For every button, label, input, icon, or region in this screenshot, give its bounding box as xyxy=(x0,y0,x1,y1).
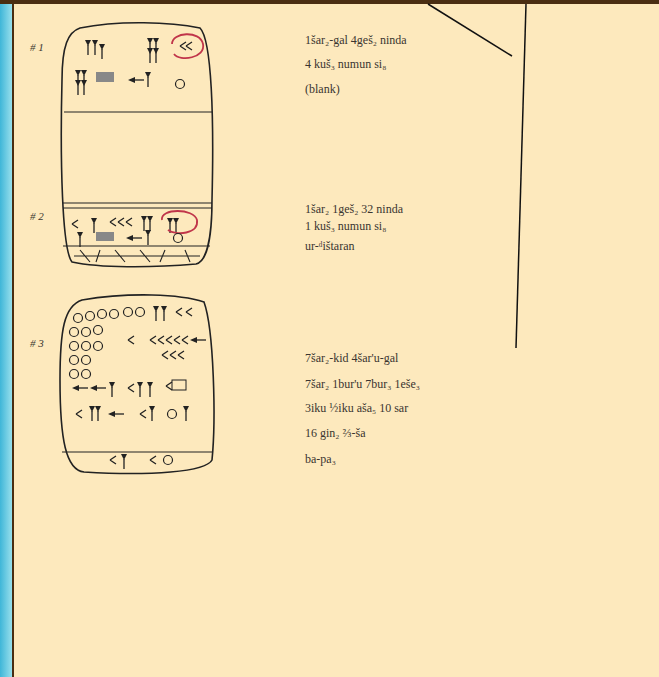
tablet-number: # 2 xyxy=(30,209,44,223)
transliteration-line: 7šar₂ 1bur'u 7bur₃ 1eše₃ xyxy=(305,377,420,391)
transliteration-note: (blank) xyxy=(305,82,340,96)
transliteration-line: 3iku ½iku aša₅ 10 sar xyxy=(305,401,408,415)
transliteration-line: ba-pa₃ xyxy=(305,452,336,466)
tablet-number: # 3 xyxy=(30,336,44,350)
transliteration-line: 7šar₂-kid 4šar'u-gal xyxy=(305,351,398,365)
transliteration-line: 4 kuš₃ numun si₈ xyxy=(305,57,386,71)
transliteration-line: 1šar₂ 1geš₂ 32 ninda xyxy=(305,202,403,216)
transliteration-line: 1šar₂-gal 4geš₂ ninda xyxy=(305,33,407,47)
transliteration-line: 1 kuš₃ numun si₈ xyxy=(305,219,386,233)
transliteration-line: ur-ᵈištaran xyxy=(305,239,354,253)
tablet-number: # 1 xyxy=(30,40,44,54)
transliteration-line: 16 gin₂ ⅔-ša xyxy=(305,426,366,440)
